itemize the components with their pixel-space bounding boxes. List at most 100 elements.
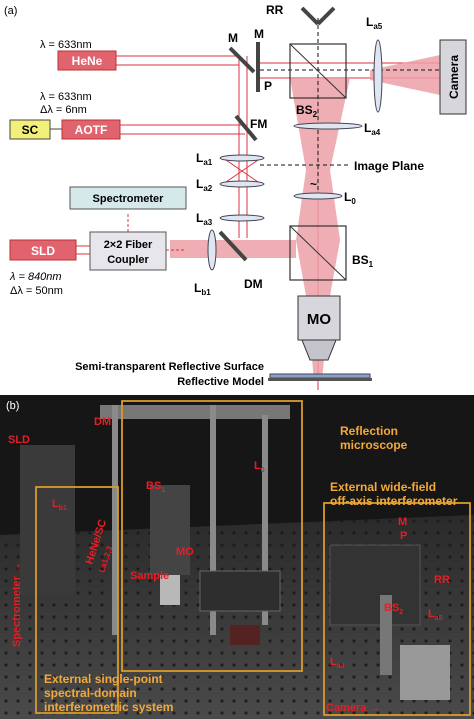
- photo-label-bs2: BS2: [384, 602, 403, 616]
- frame-single-point: [35, 486, 119, 714]
- hene-wavelength: λ = 633nm: [40, 39, 92, 51]
- label-m1: M: [228, 31, 238, 45]
- label-la1: La1: [196, 151, 213, 167]
- photo-label-la5: La5: [428, 608, 443, 622]
- photo-label-lb1: Lb1: [52, 498, 67, 512]
- hene-box: [57, 50, 117, 71]
- label-lb1: Lb1: [194, 281, 211, 297]
- lens-la4: [293, 122, 363, 130]
- beam-splitter-bs2-diagonal: [289, 43, 347, 99]
- annotation-text: Reflection microscope External wide-fiel…: [44, 424, 458, 714]
- polarizer-p: [256, 42, 260, 92]
- bundle-horizontal: [170, 240, 296, 258]
- label-image-plane: Image Plane: [354, 159, 424, 173]
- caption-line1: Semi-transparent Reflective Surface: [75, 361, 264, 373]
- annotation-single-point-1: External single-point: [44, 672, 163, 686]
- beam-splitter-bs1: [289, 225, 347, 281]
- stage-knob: [230, 625, 260, 645]
- retroreflector-left: [300, 6, 320, 26]
- lenses: [207, 39, 383, 271]
- label-bs2: BS2: [296, 103, 318, 119]
- lens-lb1: [207, 229, 217, 271]
- lens-l0: [293, 192, 343, 200]
- coupler-label-line2: Coupler: [107, 254, 149, 266]
- photo-label-sample: Sample: [130, 570, 169, 582]
- label-bs1: BS1: [352, 253, 374, 269]
- hene-label: HeNe: [72, 54, 103, 68]
- sc-label: SC: [22, 123, 39, 137]
- photo-label-dm: DM: [94, 416, 111, 428]
- aotf-box: [61, 119, 121, 140]
- annotation-wide-field-2: off-axis interferometer: [330, 494, 458, 508]
- microscope-post-1: [112, 405, 118, 635]
- beam-splitter-bs1-diagonal: [289, 225, 347, 281]
- lens-la3: [219, 214, 265, 222]
- annotation-wide-field-1: External wide-field: [330, 480, 436, 494]
- objective-assembly: [150, 485, 190, 575]
- label-rr: RR: [266, 3, 284, 17]
- label-tilde: ~: [310, 177, 317, 191]
- camera-body: [400, 645, 450, 700]
- aotf-bandwidth: Δλ = 6nm: [40, 104, 87, 116]
- photo-label-bs1: BS1: [146, 480, 165, 494]
- frame-wide-field: [323, 502, 471, 716]
- sld-label: SLD: [31, 244, 55, 258]
- label-fm: FM: [250, 117, 267, 131]
- microscope-post-3: [262, 415, 268, 625]
- flip-mirror-fm: [234, 114, 258, 142]
- photo-label-spectrometer: Spectrometer →: [11, 562, 23, 647]
- dashed-arrows: [127, 212, 186, 251]
- spectrometer-box: [69, 186, 187, 210]
- panel-b-label: (b): [6, 400, 19, 412]
- annotation-frames: [35, 400, 471, 716]
- annotation-single-point-2: spectral-domain: [44, 686, 137, 700]
- frame-reflection-microscope: [121, 400, 303, 672]
- lens-la5: [373, 39, 383, 113]
- aotf-wavelength: λ = 633nm: [40, 91, 92, 103]
- label-p: P: [264, 79, 272, 93]
- microscope-objective-tip: [301, 339, 337, 361]
- retroreflector-right: [316, 6, 336, 26]
- mirrors: [218, 6, 336, 262]
- sample-stage: [268, 378, 372, 381]
- mo-label: MO: [307, 311, 331, 328]
- bundle-to-mo: [296, 240, 340, 296]
- label-dm: DM: [244, 277, 263, 291]
- objective-barrel: [160, 575, 180, 605]
- sample-stage-photo: [199, 570, 281, 612]
- microscope-rail-top: [100, 405, 290, 419]
- photo-label-mo: MO: [176, 546, 194, 558]
- panel-a-schematic: (a): [4, 3, 467, 390]
- label-l0: L0: [344, 190, 356, 206]
- annotation-reflection-1: Reflection: [340, 424, 398, 438]
- bundle-to-l0: [296, 170, 340, 240]
- coupler-box: [89, 231, 167, 271]
- photo-label-l0: L0: [254, 460, 265, 474]
- component-labels: M M P FM RR La5 BS2 La4 La1 La2 La3 Imag…: [194, 3, 424, 297]
- photo-label-la4: La4: [330, 656, 345, 670]
- sample-surface: [269, 373, 371, 379]
- photo-label-m: M: [398, 516, 407, 528]
- sld-mount: [20, 445, 75, 595]
- beam-paths: [76, 55, 440, 390]
- label-la4: La4: [364, 121, 381, 137]
- photo-label-sld: SLD: [8, 434, 30, 446]
- beam-cross-2: [225, 159, 259, 183]
- label-la5: La5: [366, 15, 383, 31]
- camera-label: Camera: [447, 55, 461, 99]
- lens-la1: [219, 154, 265, 162]
- beam-splitter-bs2: [289, 43, 347, 99]
- interferometer-post: [380, 595, 392, 675]
- photo-label-camera: Camera →: [326, 702, 380, 714]
- bundle-to-camera: [370, 55, 440, 95]
- photo-label-rr: RR: [434, 574, 450, 586]
- panel-a-label: (a): [4, 5, 17, 17]
- dichroic-mirror-dm: [218, 230, 248, 262]
- sld-box: [9, 239, 77, 261]
- label-la3: La3: [196, 211, 213, 227]
- aotf-label: AOTF: [75, 123, 108, 137]
- photo-label-p: P: [400, 530, 407, 542]
- spectrometer-label: Spectrometer: [93, 193, 165, 205]
- camera-box: [439, 39, 467, 115]
- mirror-m1: [228, 46, 256, 74]
